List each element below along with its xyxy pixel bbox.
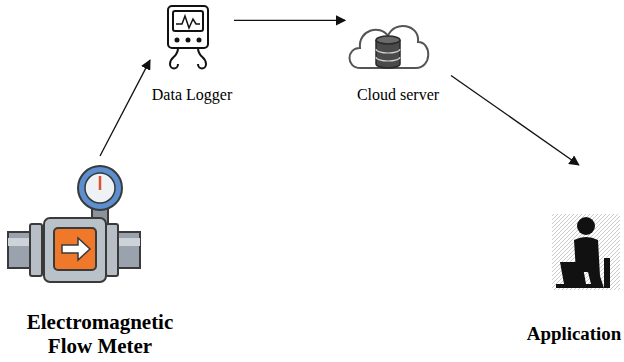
flow-meter-icon: [8, 166, 140, 282]
node-label: Cloud server: [357, 86, 439, 104]
laptop-base: [556, 284, 596, 288]
logger-case: [168, 6, 208, 48]
logger-button: [187, 39, 190, 42]
chair-back: [604, 258, 610, 288]
user-head: [577, 217, 595, 235]
logger-screen: [173, 11, 203, 31]
logger-cable: [170, 48, 178, 69]
application-icon: [552, 214, 620, 290]
flow-arrow: [62, 238, 90, 260]
gauge-needle: [99, 176, 102, 190]
logger-button: [176, 39, 179, 42]
database-top: [376, 36, 400, 44]
flange: [30, 224, 42, 276]
gauge-ring: [78, 166, 122, 210]
logger-trace: [176, 16, 200, 28]
logger-cable: [198, 48, 206, 69]
flow-arrow: [100, 60, 150, 156]
flow-meter-node: Electromagnetic Flow Meter: [5, 156, 195, 358]
gauge-face: [85, 173, 115, 203]
cloud-server-icon: [350, 26, 429, 68]
cloud-outline: [350, 26, 429, 68]
node-label: Application: [527, 323, 621, 345]
application-node: Application: [526, 165, 622, 345]
database-rings: [376, 49, 400, 61]
flange: [106, 224, 118, 276]
cloud-server-node: Cloud server: [345, 2, 451, 104]
node-label: Electromagnetic Flow Meter: [5, 310, 195, 358]
laptop-screen: [560, 262, 586, 284]
meter-body: [44, 218, 106, 282]
flow-arrow: [451, 75, 579, 165]
node-label: Data Logger: [152, 86, 232, 104]
icon-ground: [552, 214, 620, 290]
data-logger-icon: [168, 6, 208, 69]
meter-plate: [54, 228, 96, 270]
logger-button: [198, 39, 201, 42]
flow-arrow: [234, 20, 345, 21]
data-logger-node: Data Logger: [150, 2, 234, 104]
